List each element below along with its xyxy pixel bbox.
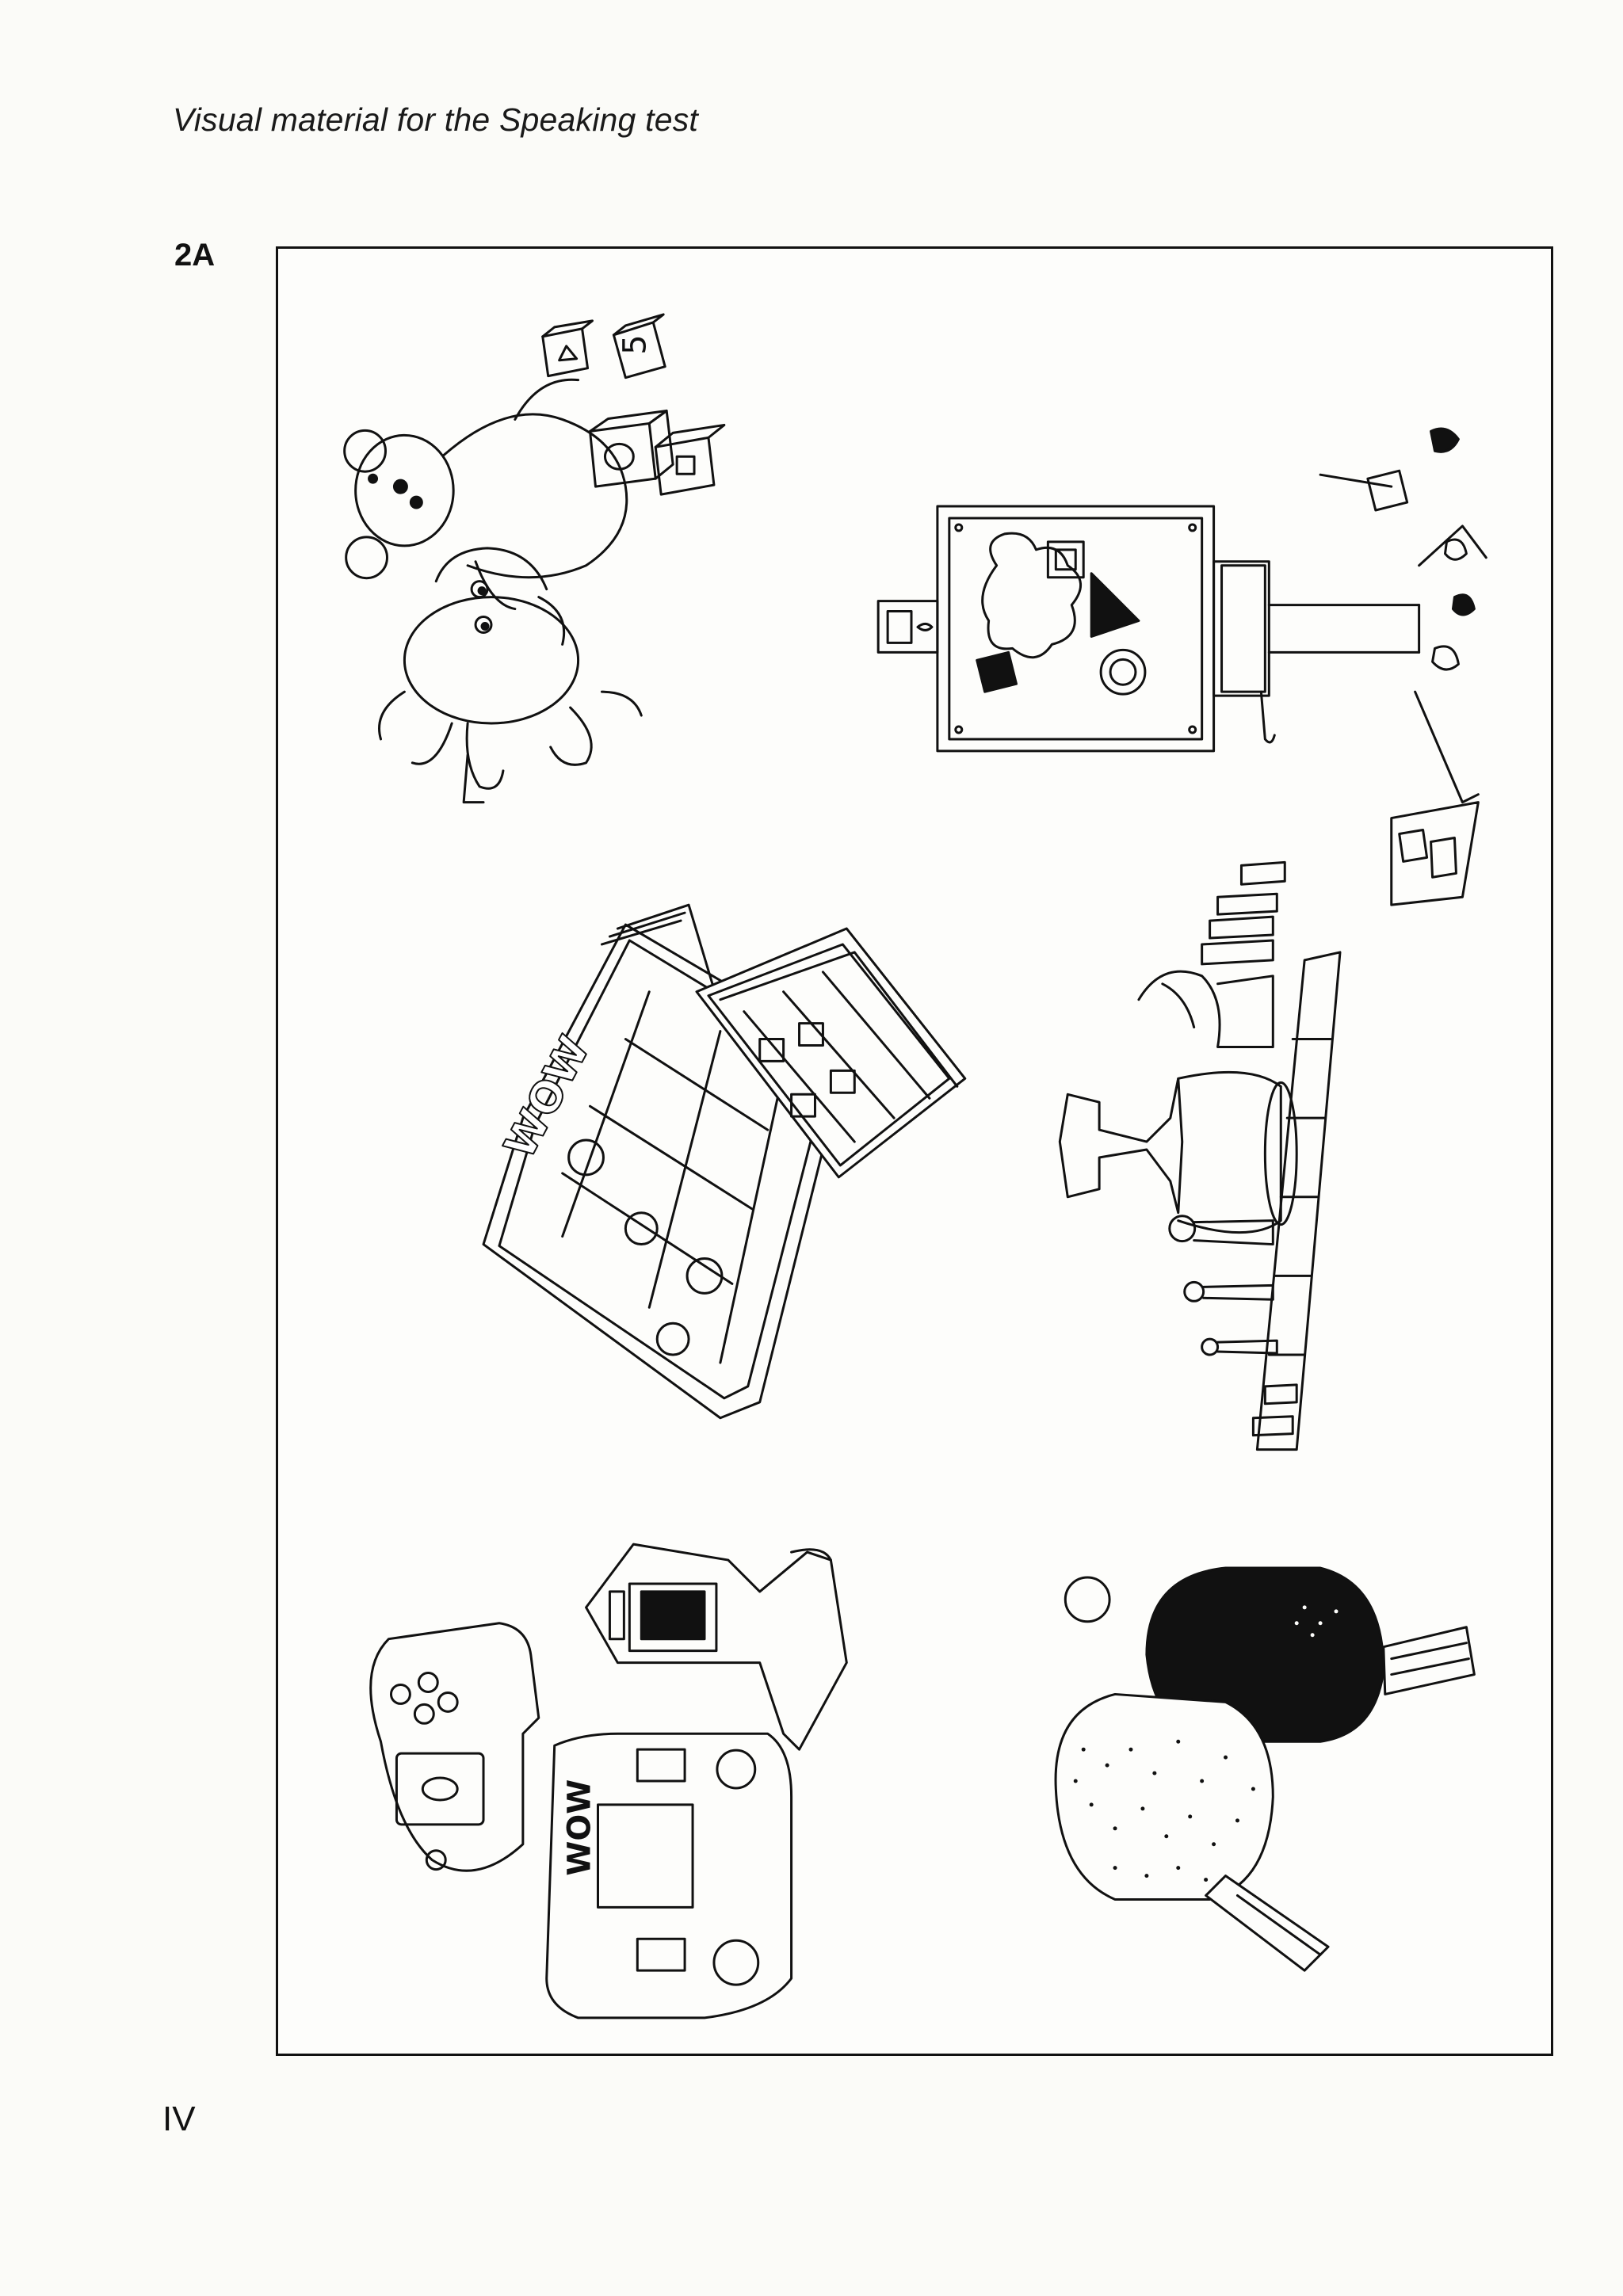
easel-paint-icon xyxy=(878,429,1486,905)
page-number: IV xyxy=(162,2100,196,2138)
comic-cover-text: WOW xyxy=(495,1028,600,1166)
handheld-games-icon: WOW xyxy=(371,1544,847,2018)
teddy-bear-dog-blocks-icon: 5 xyxy=(345,315,724,803)
figure-frame: 5 xyxy=(276,246,1553,2056)
table-tennis-bats-icon xyxy=(1056,1568,1474,1970)
comic-books-icon: WOW xyxy=(483,905,965,1418)
chess-set-icon xyxy=(1060,862,1340,1449)
block-number: 5 xyxy=(617,334,653,354)
page-title: Visual material for the Speaking test xyxy=(173,101,698,138)
game-screen-text: WOW xyxy=(562,1779,598,1876)
section-label: 2A xyxy=(174,238,216,273)
